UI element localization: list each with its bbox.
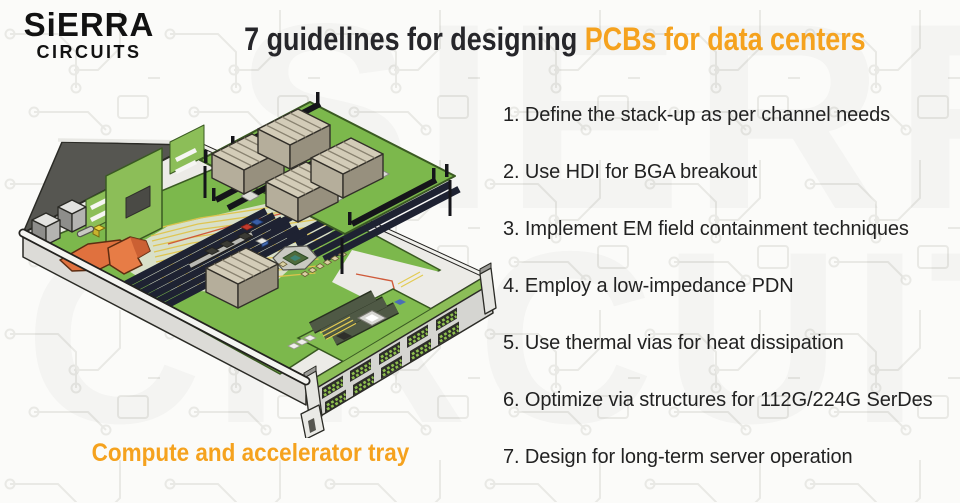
- title-prefix: 7 guidelines for designing: [244, 21, 578, 57]
- server-tray-illustration: [18, 92, 497, 438]
- sierra-circuits-logo: SiERRA CIRCUITS: [13, 7, 165, 62]
- pcie-slot: [188, 231, 254, 269]
- small-components-left: [76, 224, 107, 238]
- capacitors-and-chips: [204, 218, 269, 255]
- front-vent-panel: [300, 262, 497, 438]
- guideline-item-3: 3. Implement EM field containment techni…: [503, 218, 909, 240]
- guideline-item-4: 4. Employ a low-impedance PDN: [503, 275, 794, 297]
- front-io-board: [287, 271, 445, 365]
- guidelines-list: 1. Define the stack-up as per channel ne…: [503, 104, 933, 503]
- guideline-item-6: 6. Optimize via structures for 112G/224G…: [503, 389, 933, 411]
- accelerator-card: [199, 92, 456, 274]
- psu-modules: [31, 199, 87, 246]
- illustration-caption: Compute and accelerator tray: [91, 439, 409, 467]
- title-highlight: PCBs for data centers: [584, 21, 866, 57]
- guideline-item-5: 5. Use thermal vias for heat dissipation: [503, 332, 844, 354]
- logo-circuits-text: CIRCUITS: [36, 42, 142, 62]
- guideline-item-1: 1. Define the stack-up as per channel ne…: [503, 104, 891, 126]
- tray-rim: [18, 228, 311, 386]
- guideline-item-2: 2. Use HDI for BGA breakout: [503, 161, 758, 183]
- rear-wall-panels: [85, 124, 205, 257]
- logo-sierra-text: SiERRA: [23, 6, 155, 43]
- guideline-item-7: 7. Design for long-term server operation: [503, 446, 853, 468]
